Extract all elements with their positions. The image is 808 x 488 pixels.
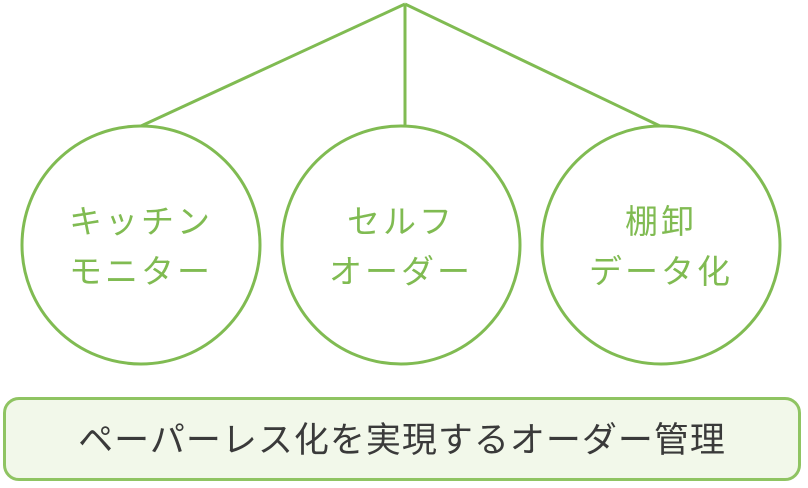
node-label-line1: 棚卸 xyxy=(625,202,697,241)
node-label-line2: モニター xyxy=(69,252,213,291)
connector-left xyxy=(140,2,406,128)
footer-banner: ペーパーレス化を実現するオーダー管理 xyxy=(3,397,801,481)
footer-text: ペーパーレス化を実現するオーダー管理 xyxy=(78,421,726,461)
circle-self-order xyxy=(280,124,522,366)
circle-kitchen-monitor xyxy=(20,124,262,366)
node-label-line2: データ化 xyxy=(589,252,733,291)
tree-diagram xyxy=(20,2,782,366)
node-label-line1: キッチン xyxy=(69,202,213,241)
node-label-self-order: セルフ オーダー xyxy=(281,197,521,297)
node-label-inventory: 棚卸 データ化 xyxy=(541,197,781,297)
node-label-line2: オーダー xyxy=(329,252,473,291)
node-label-line1: セルフ xyxy=(347,202,455,241)
circle-inventory xyxy=(540,124,782,366)
connector-right xyxy=(404,2,661,128)
node-label-kitchen-monitor: キッチン モニター xyxy=(21,197,261,297)
